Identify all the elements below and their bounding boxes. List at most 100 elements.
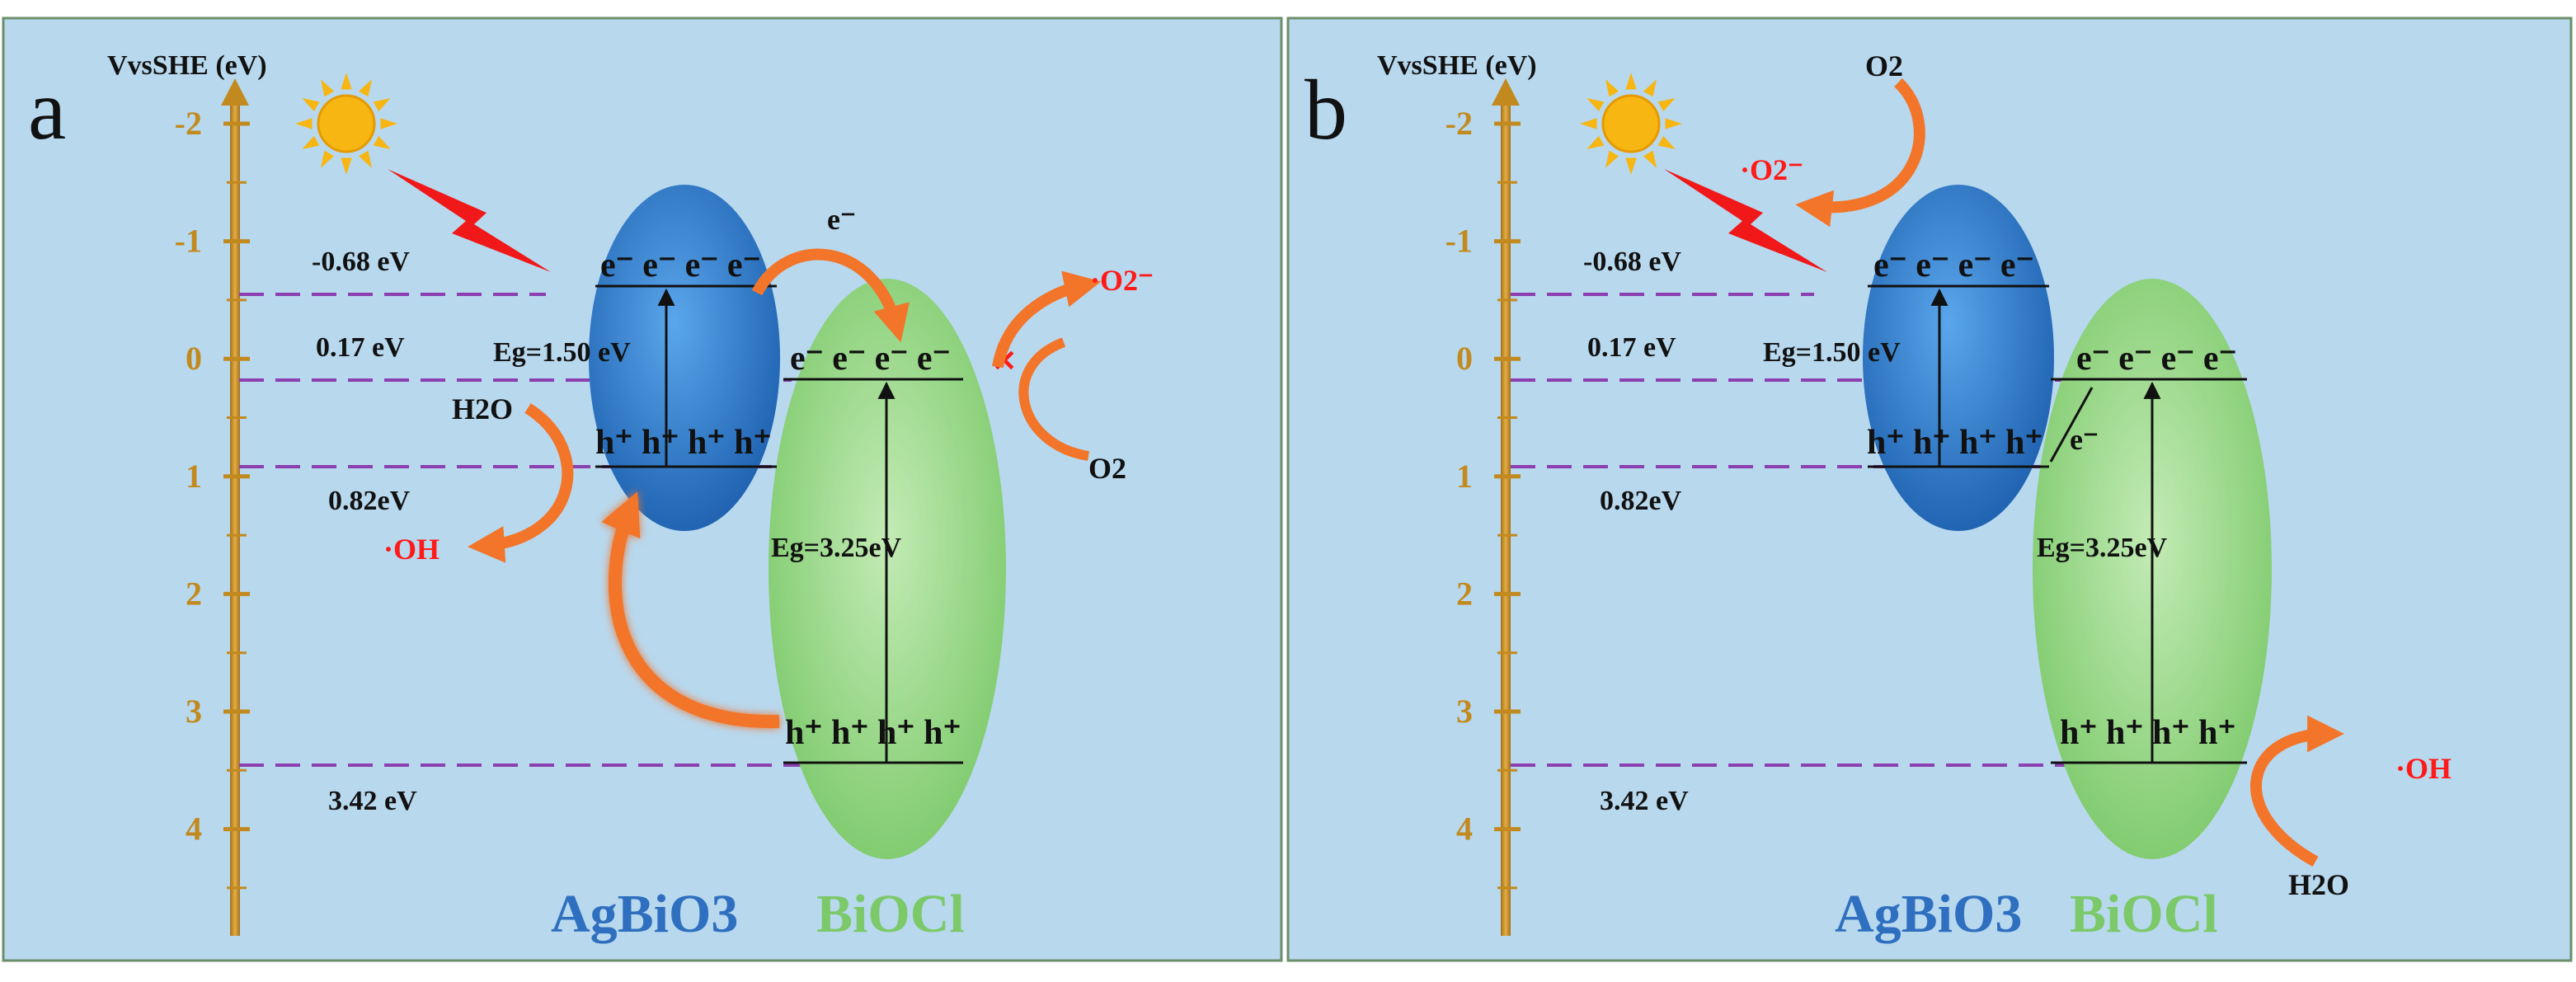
agbio3-vb-holes: h⁺ h⁺ h⁺ h⁺ [595, 424, 772, 462]
axis-tick-label: 2 [186, 575, 202, 612]
sun-ray [1625, 73, 1637, 90]
agbio3-cb-electrons: e⁻ e⁻ e⁻ e⁻ [1873, 247, 2034, 284]
agbio3-label: AgBiO3 [551, 884, 738, 944]
panel-b-letter: b [1304, 63, 1347, 157]
recombining-electron-label: e⁻ [2070, 423, 2099, 456]
axis-tick-label: -1 [175, 223, 202, 260]
lightning-icon [388, 169, 551, 272]
axis-tick-label: 0 [1456, 340, 1473, 377]
biocl-cb-electrons: e⁻ e⁻ e⁻ e⁻ [790, 340, 951, 378]
agbio3-label: AgBiO3 [1835, 884, 2022, 944]
axis-tick-label: -2 [175, 105, 202, 142]
axis-tick-label: 1 [1456, 458, 1473, 495]
axis-tick-label: 2 [1456, 575, 1473, 612]
lightning-icon [1664, 169, 1827, 272]
sun-icon [295, 73, 397, 175]
level-label-3: 0.82eV [1600, 486, 1682, 516]
sun-ray [302, 135, 320, 149]
o2-label: O2 [1088, 452, 1126, 485]
axis-line [230, 99, 240, 936]
agbio3-vb-holes: h⁺ h⁺ h⁺ h⁺ [1867, 424, 2043, 462]
sun-ray [1657, 135, 1676, 149]
axis-tick-label: 4 [1456, 811, 1473, 848]
sun-ray [1586, 98, 1605, 112]
agbio3-particle [1863, 185, 2054, 531]
level-label-4: 3.42 eV [328, 786, 417, 816]
o2-label: O2 [1865, 49, 1903, 82]
sun-ray [358, 150, 372, 168]
sun-ray [302, 98, 320, 112]
reduction-arrow [1795, 78, 1925, 228]
panel-a: a VvsSHE (eV) -2 -1 0 1 2 3 4 -0.68 eV 0.17 eV… [2, 16, 1283, 962]
hole-transfer-arrow [601, 491, 780, 729]
sun-icon [1580, 73, 1682, 175]
hydroxyl-radical-label: ·OH [2395, 752, 2451, 785]
oxidation-arrow [2250, 715, 2344, 867]
sun-ray [358, 79, 372, 97]
sun-ray [1657, 98, 1676, 112]
axis-tick-label: 4 [186, 811, 202, 848]
biocl-bandgap-label: Eg=3.25eV [2037, 533, 2168, 563]
z-scheme-recombination-line [2049, 387, 2094, 463]
axis-tick-label: 3 [1456, 693, 1473, 730]
oxidation-arrow [468, 403, 574, 563]
sun-ray [373, 135, 391, 149]
electron-transfer-arrow [751, 248, 910, 343]
transfer-electron-label: e⁻ [827, 203, 856, 236]
agbio3-cb-electrons: e⁻ e⁻ e⁻ e⁻ [600, 247, 761, 284]
level-label-2: 0.17 eV [316, 332, 405, 363]
sun-ray [1643, 150, 1657, 168]
hydroxyl-radical-label: ·OH [383, 533, 440, 566]
agbio3-bandgap-label: Eg=1.50 eV [1763, 337, 1901, 368]
panel-b: b VvsSHE (eV) -2 -1 0 1 2 3 4 -0.68 eV 0.17 eV… [1286, 16, 2573, 962]
level-label-3: 0.82eV [328, 486, 411, 516]
axis-tick-label: -1 [1445, 223, 1473, 260]
sun-ray [341, 73, 352, 90]
sun-ray [295, 118, 313, 129]
reduction-arrow-upper [992, 270, 1102, 369]
axis-tick-label: -2 [1445, 105, 1473, 142]
energy-axis: VvsSHE (eV) -2 -1 0 1 2 3 4 [1377, 50, 1537, 936]
agbio3-particle [589, 185, 780, 531]
sun-ray [1665, 118, 1682, 129]
sun-ray [373, 98, 391, 112]
sun-ray [321, 150, 335, 168]
level-label-2: 0.17 eV [1587, 332, 1676, 363]
reduction-arrow-lower [1018, 337, 1090, 461]
agbio3-bandgap-label: Eg=1.50 eV [493, 337, 631, 368]
sun-ray [321, 79, 335, 97]
panel-a-letter: a [28, 63, 66, 157]
biocl-vb-holes: h⁺ h⁺ h⁺ h⁺ [2060, 714, 2236, 752]
sun-ray [1586, 135, 1605, 149]
axis-arrow-icon [1492, 78, 1520, 106]
axis-line [1501, 99, 1511, 936]
axis-tick-label: 0 [186, 340, 202, 377]
biocl-label: BiOCl [816, 884, 965, 944]
sun-ray [1605, 150, 1619, 168]
energy-axis: VvsSHE (eV) -2 -1 0 1 2 3 4 [107, 50, 267, 936]
axis-title: VvsSHE (eV) [1377, 50, 1537, 81]
biocl-bandgap-label: Eg=3.25eV [771, 533, 902, 563]
level-label-4: 3.42 eV [1600, 786, 1689, 816]
axis-tick-label: 3 [186, 693, 202, 730]
axis-arrow-icon [221, 78, 249, 106]
sun-ray [1625, 157, 1637, 175]
superoxide-label: ·O2⁻ [1090, 264, 1154, 297]
sun-ray [380, 118, 397, 129]
sun-ray [1605, 79, 1619, 97]
biocl-vb-holes: h⁺ h⁺ h⁺ h⁺ [785, 714, 961, 752]
superoxide-label: ·O2⁻ [1740, 153, 1803, 186]
sun-ray [1580, 118, 1597, 129]
h2o-label: H2O [452, 392, 513, 425]
axis-tick-label: 1 [186, 458, 202, 495]
level-label-1: -0.68 eV [312, 247, 410, 277]
h2o-label: H2O [2288, 868, 2349, 901]
sun-ray [341, 157, 352, 175]
biocl-cb-electrons: e⁻ e⁻ e⁻ e⁻ [2076, 340, 2237, 378]
biocl-label: BiOCl [2070, 884, 2218, 944]
level-label-1: -0.68 eV [1583, 247, 1681, 277]
sun-ray [1643, 79, 1657, 97]
axis-title: VvsSHE (eV) [107, 50, 267, 81]
